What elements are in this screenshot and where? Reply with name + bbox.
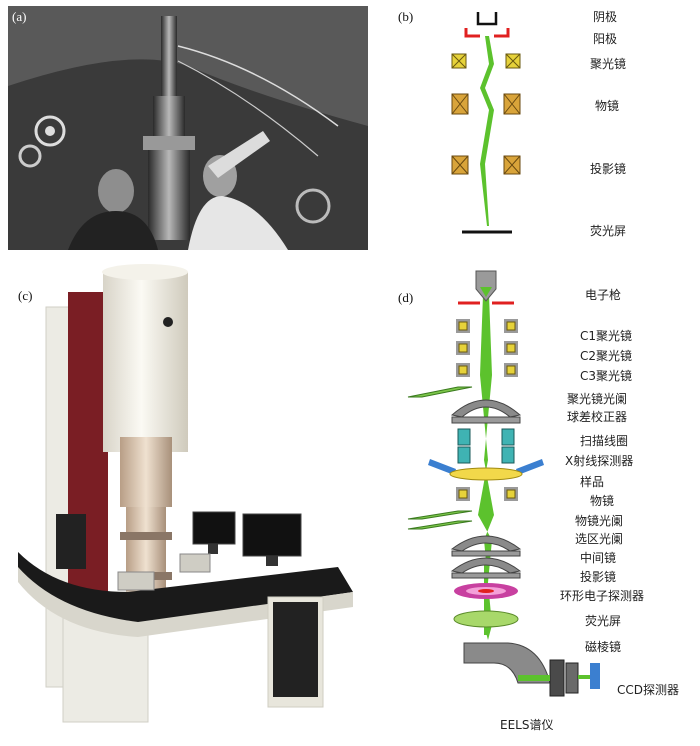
intermediate-lens-icon	[450, 535, 522, 557]
label-d-condenser-aperture: 聚光镜光阑	[567, 392, 628, 406]
label-d-eels-spectrometer: EELS谱仪	[500, 718, 554, 732]
condenser-lens-c1-icon	[456, 319, 518, 333]
specimen-icon	[449, 467, 523, 481]
label-d-ccd-detector: CCD探测器	[617, 683, 679, 697]
label-b-objective: 物镜	[595, 99, 620, 113]
label-d-objective-aperture: 物镜光阑	[575, 514, 624, 528]
historical-photo-illustration	[8, 6, 368, 250]
label-d-projector-lens: 投影镜	[580, 570, 617, 584]
label-d-objective: 物镜	[590, 494, 615, 508]
label-d-c3-lens: C3聚光镜	[580, 369, 633, 383]
objective-lens-detailed-icon	[456, 487, 518, 501]
scan-coil-icon	[457, 428, 515, 464]
anode-icon	[464, 28, 510, 38]
panel-label-b: (b)	[398, 9, 414, 24]
label-d-magnetic-prism: 磁棱镜	[585, 640, 622, 654]
panel-label-a: (a)	[12, 9, 27, 24]
label-b-screen: 荧光屏	[590, 224, 627, 238]
label-d-screen: 荧光屏	[585, 614, 622, 628]
objective-aperture-icon	[407, 510, 473, 520]
label-b-projector: 投影镜	[590, 162, 627, 176]
label-d-xray-detector: X射线探测器	[565, 454, 634, 468]
electron-gun-icon	[475, 270, 497, 302]
label-b-cathode: 阴极	[593, 10, 618, 24]
condenser-lens-icon	[451, 53, 521, 69]
objective-lens-icon	[451, 93, 521, 115]
condenser-lens-c2-icon	[456, 341, 518, 355]
label-d-c1-lens: C1聚光镜	[580, 329, 633, 343]
label-d-annular-detector: 环形电子探测器	[560, 589, 645, 603]
cs-corrector-icon	[450, 399, 522, 424]
label-d-c2-lens: C2聚光镜	[580, 349, 633, 363]
label-d-cs-corrector: 球差校正器	[567, 410, 628, 424]
selected-area-aperture-icon	[407, 520, 473, 530]
label-b-anode: 阳极	[593, 32, 618, 46]
label-d-electron-gun: 电子枪	[585, 288, 622, 302]
modern-tem-illustration	[18, 264, 353, 723]
magnetic-prism-icon	[463, 642, 551, 684]
label-d-specimen: 样品	[580, 475, 605, 489]
cathode-icon	[476, 12, 498, 26]
xray-detector-icon	[428, 459, 544, 475]
condenser-aperture-icon	[407, 386, 473, 398]
label-d-selected-area-aperture: 选区光阑	[575, 532, 624, 546]
annular-detector-icon	[454, 583, 518, 599]
projector-lens-icon	[451, 155, 521, 175]
label-d-intermediate-lens: 中间镜	[580, 551, 617, 565]
screen-detailed-icon	[453, 610, 519, 628]
modern-tem-photo: (c)	[8, 262, 378, 738]
panel-label-d: (d)	[398, 290, 414, 305]
label-d-scan-coil: 扫描线圈	[580, 434, 629, 448]
historical-photo: (a)	[8, 6, 368, 250]
label-b-condenser: 聚光镜	[590, 57, 627, 71]
condenser-lens-c3-icon	[456, 363, 518, 377]
beam-path	[480, 36, 494, 226]
ccd-detector-icon	[578, 663, 600, 689]
projector-lens-detailed-icon	[450, 557, 522, 579]
tem-schematic-simple	[451, 12, 521, 234]
panel-label-c: (c)	[18, 288, 33, 303]
tem-schematic-detailed	[407, 270, 600, 697]
